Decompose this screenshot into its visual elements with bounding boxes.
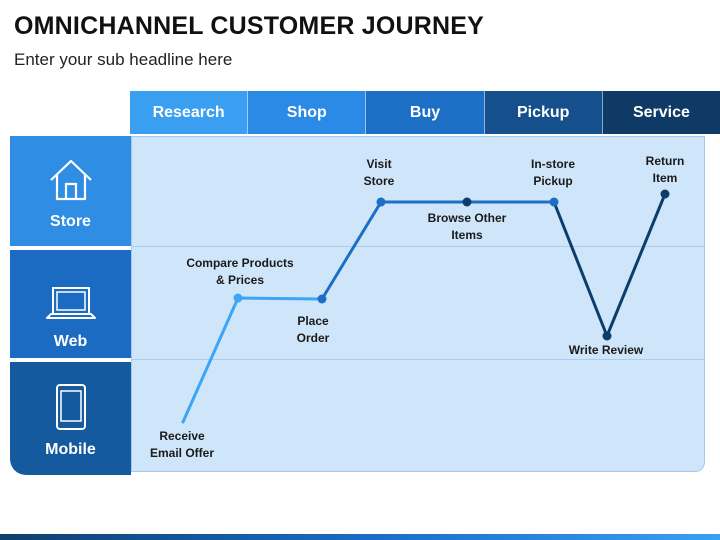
journey-point-marker xyxy=(233,293,243,303)
channel-store-label: Store xyxy=(50,213,91,230)
stage-buy: Buy xyxy=(366,91,485,134)
journey-panel xyxy=(131,136,705,472)
channel-mobile: Mobile xyxy=(10,362,131,475)
journey-point-label-line: Pickup xyxy=(533,174,572,188)
journey-point-label-line: Write Review xyxy=(569,343,644,357)
journey-point-label-line: & Prices xyxy=(216,273,264,287)
stage-research: Research xyxy=(130,91,249,134)
journey-point-label-line: Email Offer xyxy=(150,446,214,460)
journey-segment xyxy=(181,296,240,424)
laptop-icon xyxy=(45,286,96,327)
channel-store: Store xyxy=(10,136,131,246)
journey-point-marker xyxy=(602,331,612,341)
row-divider-web-mobile xyxy=(131,359,704,360)
journey-point-label-line: Item xyxy=(653,171,678,185)
journey-segment xyxy=(236,296,324,301)
stage-service: Service xyxy=(602,91,720,134)
journey-point-marker xyxy=(376,197,386,207)
page-subtitle: Enter your sub headline here xyxy=(14,50,233,69)
journey-segment xyxy=(320,200,383,301)
journey-point-label-line: Compare Products xyxy=(186,256,294,270)
journey-point-label-line: In-store xyxy=(531,157,575,171)
journey-point-marker xyxy=(549,197,559,207)
bottom-stripe xyxy=(0,534,720,540)
channel-mobile-label: Mobile xyxy=(45,441,96,458)
journey-point-label-line: Browse Other xyxy=(428,211,507,225)
journey-point-label-line: Receive xyxy=(159,429,205,443)
journey-segment xyxy=(605,192,667,338)
journey-point-marker xyxy=(462,197,472,207)
journey-point-label-line: Store xyxy=(364,174,395,188)
smartphone-icon xyxy=(55,384,87,435)
channel-web-label: Web xyxy=(53,333,88,350)
page-title: OMNICHANNEL CUSTOMER JOURNEY xyxy=(14,12,484,40)
journey-point-label: Write Review xyxy=(569,343,644,357)
journey-point-label-line: Order xyxy=(297,331,330,345)
channel-web: Web xyxy=(10,250,131,358)
house-icon xyxy=(48,156,94,207)
stage-header-bar: Research Shop Buy Pickup Service xyxy=(130,91,720,134)
journey-point-label-line: Items xyxy=(451,228,483,242)
journey-point-label-line: Place xyxy=(297,314,329,328)
journey-point-label-line: Visit xyxy=(366,157,391,171)
row-divider-store-web xyxy=(131,246,704,247)
journey-point-label: Compare Products & Prices xyxy=(186,256,294,287)
journey-point-marker xyxy=(317,294,327,304)
journey-point-marker xyxy=(660,189,670,199)
journey-point-label-line: Return xyxy=(646,154,685,168)
stage-shop: Shop xyxy=(248,91,367,134)
stage-pickup: Pickup xyxy=(484,91,603,134)
journey-segment xyxy=(552,200,609,338)
